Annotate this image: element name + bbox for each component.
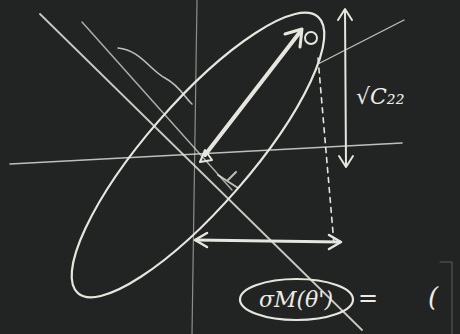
oval-outline xyxy=(240,279,353,320)
arrow-head xyxy=(338,9,353,167)
math-expression: σM(θ') xyxy=(259,287,333,312)
dimension-arrow xyxy=(196,240,340,242)
ellipse xyxy=(39,0,358,327)
arrow-head xyxy=(200,150,212,162)
leader-line xyxy=(318,20,404,64)
math-label: ( xyxy=(428,282,438,312)
arrow-head xyxy=(195,233,341,249)
dimension-arrow xyxy=(345,10,346,166)
diagonal-line xyxy=(82,22,232,190)
math-label: √C₂₂ xyxy=(356,84,405,109)
vector-arrow xyxy=(205,32,300,155)
squiggle xyxy=(118,48,192,104)
diagonal-line xyxy=(40,14,362,330)
dashed-projection xyxy=(318,58,334,244)
math-label: = xyxy=(358,284,378,312)
small-arrow xyxy=(218,172,238,188)
board-edge xyxy=(440,262,452,334)
point-marker xyxy=(305,32,317,44)
arrow-head xyxy=(285,29,302,47)
circled-expression: σM(θ') xyxy=(238,277,355,322)
